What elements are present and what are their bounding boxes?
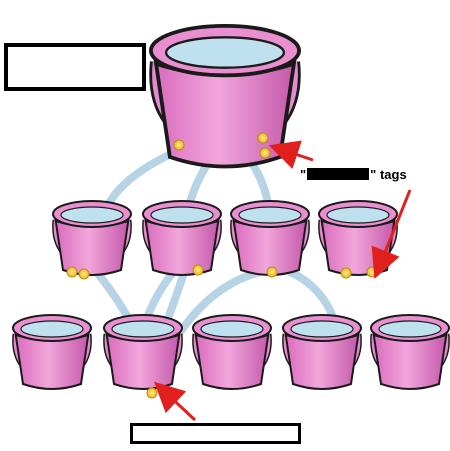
redacted-label-bottom [130,423,301,444]
bucket-icon [319,201,397,275]
bucket-icon [193,315,271,389]
bucket-icon [231,201,309,275]
redacted-tag-name [307,168,370,180]
tags-annotation: " " tags [300,167,407,183]
bucket-icon [13,315,91,389]
bucket-icon [371,315,449,389]
arrow-icon [154,140,412,422]
quote-open: " [300,167,307,182]
quote-close: " [370,167,377,182]
tags-word: tags [376,167,407,182]
bucket-icon [53,201,131,275]
bucket-icon [143,201,221,275]
bucket-icon [151,26,299,167]
bucket-icon [283,315,361,389]
bucket-icon [104,315,182,389]
coin-icon [146,387,158,399]
redacted-label-top [4,43,146,91]
